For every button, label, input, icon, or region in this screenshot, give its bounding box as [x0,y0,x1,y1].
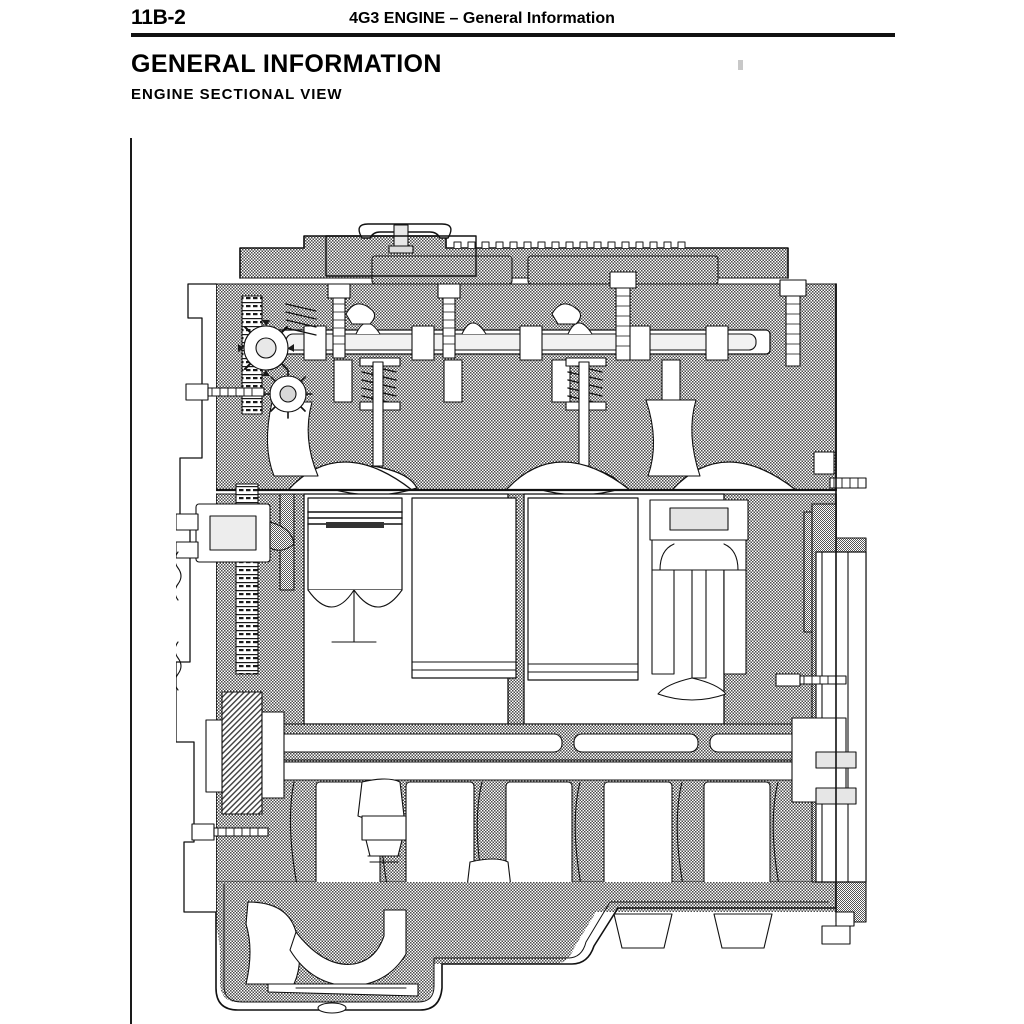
connecting-rod [357,778,407,863]
drive-bolts [185,383,269,841]
piston-2 [411,497,517,679]
cylinder-head [215,271,837,496]
head-bolts [327,271,807,367]
engine-cross-section-drawing [176,223,867,1014]
timing-drive-assembly [176,283,313,913]
distributor-drive [263,369,313,419]
flywheel-assembly [775,451,867,945]
crankshaft [289,781,785,911]
oil-pan [215,881,837,1014]
scan-artifact-speck [738,60,743,70]
piston-3 [527,497,639,681]
cylinder-block [215,493,837,949]
engine-sectional-view-figure [176,222,868,1014]
rocker-cover [239,235,789,285]
rocker-arms [345,303,582,325]
crankcase-gallery [221,723,831,781]
rear-valve-column [649,499,749,701]
running-header: 11B-2 4G3 ENGINE – General Information [131,6,895,32]
crankshaft-pulley [205,691,285,815]
water-pump [176,503,295,563]
oil-pump-pickup [245,901,419,1014]
subsection-title: ENGINE SECTIONAL VIEW [131,86,343,103]
piston [307,497,403,643]
left-margin-rule [130,138,132,1024]
page-number: 11B-2 [131,6,186,29]
page-title: GENERAL INFORMATION [131,50,442,78]
header-rule [131,33,895,37]
oil-filler-cap [325,223,477,277]
header-title: 4G3 ENGINE – General Information [349,10,615,27]
timing-sprocket [238,320,294,376]
